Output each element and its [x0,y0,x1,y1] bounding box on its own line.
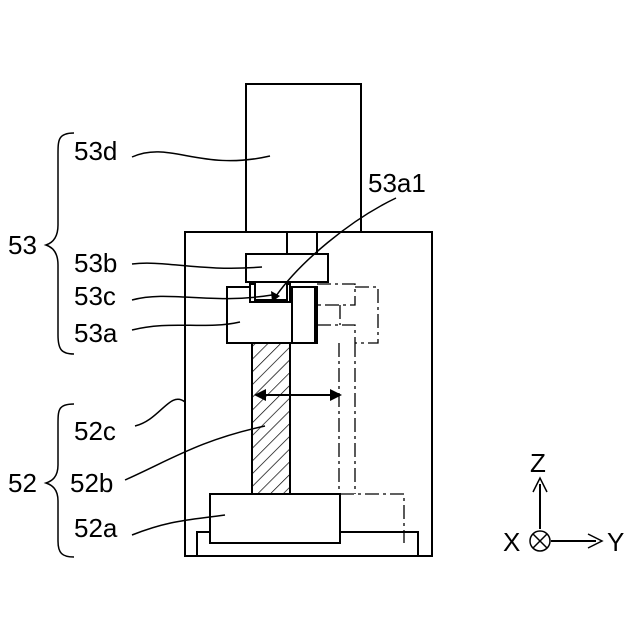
axis-label-x: X [503,527,520,557]
axis-label-y: Y [607,527,624,557]
label-53b: 53b [74,248,117,278]
axis-triad: Z X Y [503,448,624,557]
label-52: 52 [8,468,37,498]
label-53: 53 [8,230,37,260]
label-53d: 53d [74,136,117,166]
brace-53 [46,133,74,354]
label-52b: 52b [70,468,113,498]
axis-label-z: Z [530,448,546,478]
label-52a: 52a [74,513,118,543]
shaft [287,232,317,254]
label-53a: 53a [74,318,118,348]
slider-52a [210,494,340,543]
pin-53a1 [292,287,315,343]
column-52b [252,325,290,494]
label-53a1: 53a1 [368,168,426,198]
label-52c: 52c [74,416,116,446]
label-53c: 53c [74,281,116,311]
